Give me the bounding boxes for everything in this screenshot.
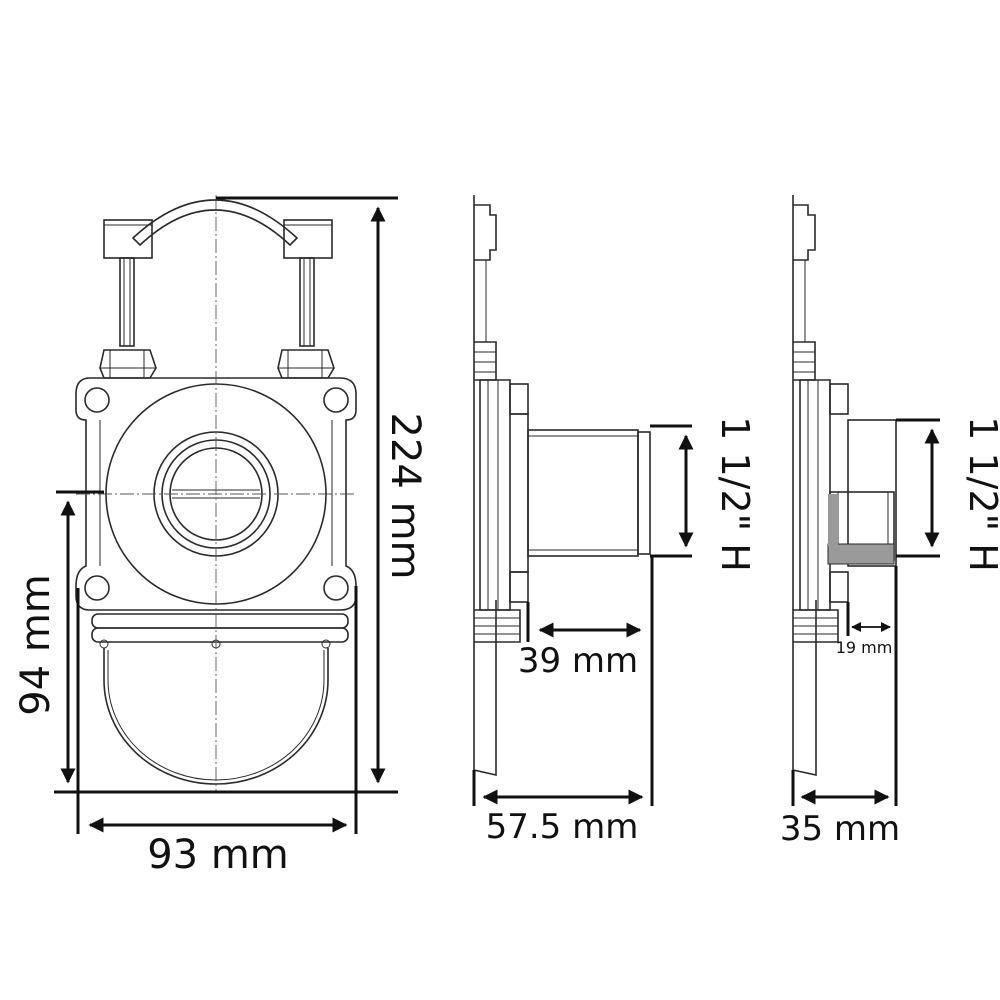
nuts <box>99 349 335 379</box>
section-dimensions <box>791 418 940 806</box>
depth-section-label: 35 mm <box>780 809 900 849</box>
front-dimensions <box>54 196 398 834</box>
thread-side-label: 1 1/2" H <box>713 416 757 572</box>
front-view <box>75 195 357 792</box>
height-lower-label: 94 mm <box>13 574 59 716</box>
side-dimensions <box>472 424 694 806</box>
width-front-label: 93 mm <box>147 832 289 878</box>
section-view <box>792 195 897 776</box>
pipe-length-label: 39 mm <box>518 641 638 681</box>
section-fill <box>827 543 895 565</box>
rods <box>119 257 315 347</box>
height-total-label: 224 mm <box>382 413 428 580</box>
bottom-flange <box>91 613 349 649</box>
flange-small-label: 19 mm <box>836 638 893 657</box>
side-view <box>473 195 651 777</box>
thread-section-label: 1 1/2" H <box>961 416 1000 572</box>
handle <box>103 199 333 259</box>
depth-side-label: 57.5 mm <box>486 807 639 847</box>
